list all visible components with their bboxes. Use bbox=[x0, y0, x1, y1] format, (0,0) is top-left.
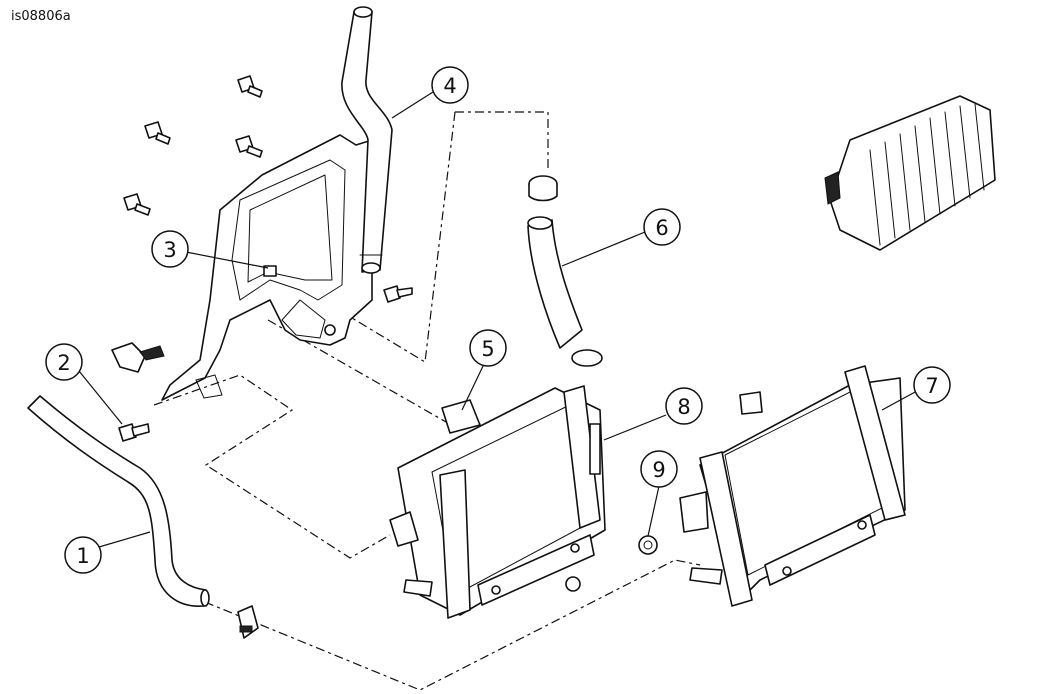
callout-2-label: 2 bbox=[57, 351, 70, 375]
callout-3-label: 3 bbox=[163, 238, 176, 262]
callout-7: 7 bbox=[913, 366, 951, 404]
callout-8: 8 bbox=[665, 387, 703, 425]
callout-6: 6 bbox=[643, 208, 681, 246]
assembly-lines bbox=[153, 111, 701, 691]
part-2-screw bbox=[118, 423, 150, 442]
part-4-pipe bbox=[341, 6, 393, 274]
callout-7-label: 7 bbox=[925, 374, 938, 398]
callout-9: 9 bbox=[640, 450, 678, 488]
callout-8-label: 8 bbox=[677, 395, 690, 419]
part-7-cooler bbox=[679, 365, 906, 607]
callout-1: 1 bbox=[64, 536, 102, 574]
callout-9-label: 9 bbox=[652, 458, 665, 482]
regulator bbox=[824, 95, 996, 251]
hose-clip bbox=[111, 342, 165, 373]
callout-4: 4 bbox=[431, 66, 469, 104]
leader-lines bbox=[78, 91, 918, 548]
callout-4-label: 4 bbox=[443, 74, 456, 98]
callout-6-label: 6 bbox=[655, 216, 668, 240]
figure-id-label: is08806a bbox=[11, 9, 71, 24]
callout-1-label: 1 bbox=[76, 544, 89, 568]
part-9-nut bbox=[638, 535, 658, 555]
callout-5: 5 bbox=[469, 329, 507, 367]
part-1-clamp bbox=[237, 605, 259, 639]
callout-5-label: 5 bbox=[481, 337, 494, 361]
callout-2: 2 bbox=[45, 343, 83, 381]
part-6-hose bbox=[527, 175, 603, 367]
bracket-bolts bbox=[123, 75, 413, 303]
callout-3: 3 bbox=[151, 230, 189, 268]
part-1-hose bbox=[27, 395, 210, 607]
part-8-cooler bbox=[389, 385, 606, 619]
